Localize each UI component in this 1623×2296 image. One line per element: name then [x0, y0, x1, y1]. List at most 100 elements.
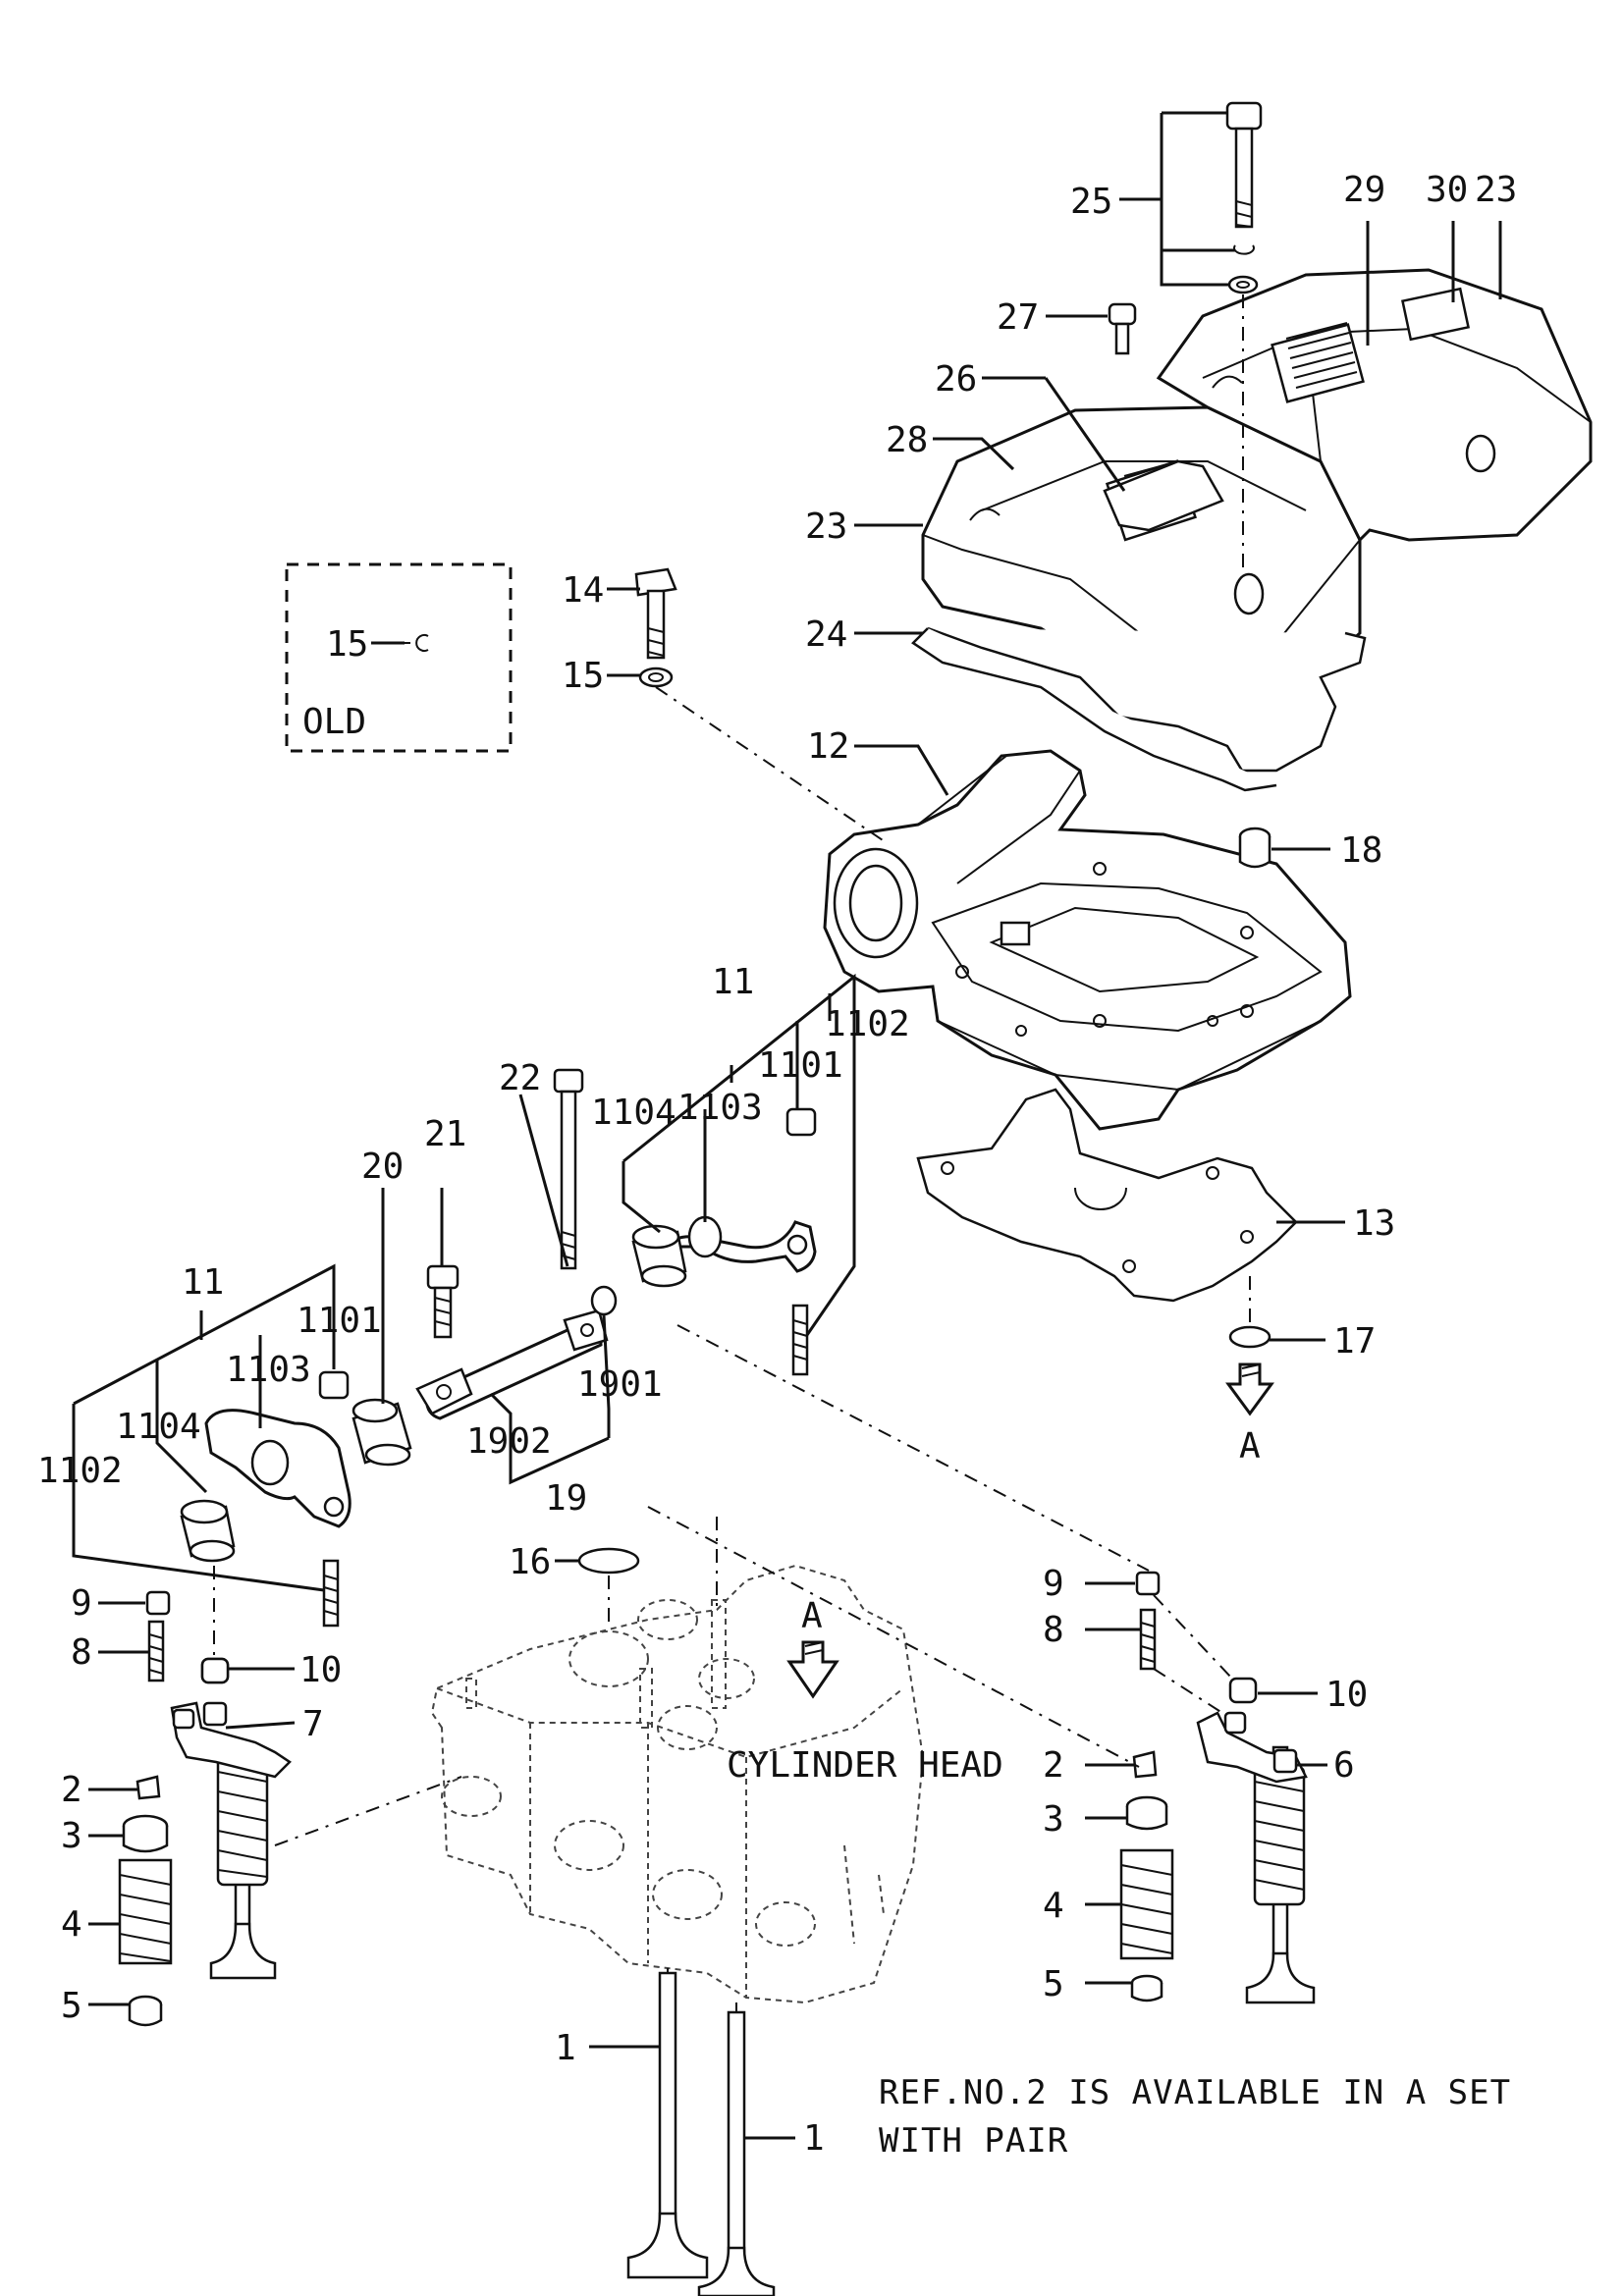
- label-1103-right: 1103: [677, 1088, 763, 1128]
- right-cotter-2: [1132, 1750, 1158, 1779]
- left-cotter-2: [135, 1775, 161, 1800]
- label-23-left: 23: [805, 507, 847, 547]
- label-26: 26: [935, 359, 977, 400]
- note-line-1: REF.NO.2 IS AVAILABLE IN A SET: [879, 2073, 1511, 2112]
- bolt-25: [1225, 101, 1263, 294]
- label-15-old: 15: [326, 624, 368, 665]
- right-nut-1101: [785, 1107, 817, 1137]
- label-12: 12: [807, 726, 849, 767]
- label-3-right: 3: [1043, 1799, 1064, 1840]
- valve-1-left: [626, 1971, 709, 2279]
- view-arrow-a-upper: [786, 1640, 839, 1699]
- left-valve-spring-assembly: [216, 1755, 269, 1887]
- label-22: 22: [499, 1058, 541, 1098]
- label-5-left: 5: [61, 1986, 82, 2026]
- left-nut-1101: [318, 1370, 350, 1400]
- label-4-left: 4: [61, 1904, 82, 1945]
- shaft-bushing-20: [352, 1398, 412, 1467]
- left-rocker-arm: [204, 1409, 352, 1528]
- label-24: 24: [805, 614, 847, 655]
- label-8-left: 8: [71, 1632, 92, 1673]
- leader-lines: [72, 111, 1502, 2140]
- label-1901: 1901: [577, 1364, 663, 1405]
- label-11-left: 11: [182, 1262, 224, 1303]
- label-3-left: 3: [61, 1816, 82, 1856]
- label-16: 16: [509, 1542, 551, 1582]
- label-1102-right: 1102: [825, 1004, 910, 1044]
- label-25: 25: [1070, 182, 1112, 222]
- label-7: 7: [302, 1704, 324, 1744]
- cylinder-head: [430, 1564, 925, 2004]
- right-bushing-1104: [631, 1224, 687, 1288]
- view-arrow-a-lower: [1225, 1362, 1274, 1416]
- rocker-cover-gasket: [911, 626, 1367, 792]
- left-valve-seal-5: [128, 1995, 163, 2027]
- bolt-14: [634, 567, 677, 660]
- label-6: 6: [1333, 1745, 1355, 1786]
- valve-1-right: [697, 2010, 776, 2296]
- label-18: 18: [1340, 830, 1382, 871]
- label-cylinder-head: CYLINDER HEAD: [727, 1745, 1003, 1786]
- left-spring-4: [118, 1858, 173, 1965]
- part-labels: 25 29 30 23 27 26 28 23 24 14 15 15 OLD …: [37, 170, 1517, 2159]
- label-10-left: 10: [299, 1650, 342, 1690]
- note-line-2: WITH PAIR: [879, 2121, 1068, 2161]
- label-1101-right: 1101: [758, 1045, 843, 1086]
- label-19: 19: [545, 1478, 587, 1519]
- label-14: 14: [562, 570, 604, 611]
- right-rocker-arm: [662, 1215, 817, 1273]
- label-1104-left: 1104: [116, 1407, 201, 1447]
- label-13: 13: [1353, 1203, 1395, 1244]
- o-ring-16: [577, 1547, 640, 1575]
- set-note: REF.NO.2 IS AVAILABLE IN A SET WITH PAIR: [879, 2073, 1511, 2161]
- washer-15: [638, 667, 674, 688]
- right-cap-10: [1228, 1677, 1258, 1704]
- label-view-a-upper: A: [801, 1596, 823, 1636]
- label-1-right: 1: [803, 2118, 825, 2159]
- o-ring-17: [1228, 1325, 1271, 1349]
- right-screw-1102: [791, 1304, 809, 1376]
- label-2-left: 2: [61, 1770, 82, 1810]
- shaft-plug-1901: [590, 1285, 618, 1316]
- bolt-21: [426, 1264, 460, 1339]
- collar-18: [1238, 827, 1271, 869]
- left-spring-retainer-3: [122, 1814, 169, 1853]
- left-cap-pin: [200, 1657, 230, 1684]
- assembly-lines: [213, 294, 1251, 2012]
- label-28: 28: [886, 420, 928, 460]
- label-8-right: 8: [1043, 1610, 1064, 1650]
- label-29: 29: [1343, 170, 1385, 210]
- rocker-shaft-1902: [415, 1308, 609, 1420]
- label-1101-left: 1101: [297, 1301, 382, 1341]
- right-valve-bridge: [1196, 1711, 1308, 1784]
- label-9-right: 9: [1043, 1564, 1064, 1604]
- label-10-right: 10: [1325, 1675, 1368, 1715]
- label-old: OLD: [302, 702, 366, 742]
- rocker-cover-rear: [1156, 268, 1593, 543]
- label-4-right: 4: [1043, 1886, 1064, 1926]
- left-bushing-1104: [180, 1499, 236, 1563]
- bolt-22: [553, 1068, 584, 1270]
- plate-26: [1103, 459, 1224, 532]
- label-1-left: 1: [555, 2028, 576, 2068]
- label-2-right: 2: [1043, 1745, 1064, 1786]
- right-valve-spring-assembly: [1253, 1765, 1306, 1906]
- left-nut-9: [145, 1590, 171, 1616]
- right-adjust-screw-8: [1139, 1608, 1157, 1671]
- left-valve-bridge: [170, 1701, 292, 1779]
- right-valve-seal-5: [1130, 1974, 1163, 2002]
- label-17: 17: [1333, 1321, 1376, 1362]
- label-9-left: 9: [71, 1583, 92, 1624]
- label-11-right: 11: [712, 962, 754, 1002]
- label-21: 21: [424, 1114, 466, 1154]
- label-27: 27: [997, 297, 1039, 338]
- right-spring-retainer-3: [1125, 1795, 1168, 1831]
- left-adjust-screw-8: [147, 1620, 165, 1682]
- label-5-right: 5: [1043, 1964, 1064, 2004]
- label-1902: 1902: [466, 1421, 552, 1462]
- label-15: 15: [562, 656, 604, 696]
- label-1103-left: 1103: [226, 1350, 311, 1390]
- label-23-right: 23: [1475, 170, 1517, 210]
- label-view-a-lower: A: [1239, 1426, 1261, 1467]
